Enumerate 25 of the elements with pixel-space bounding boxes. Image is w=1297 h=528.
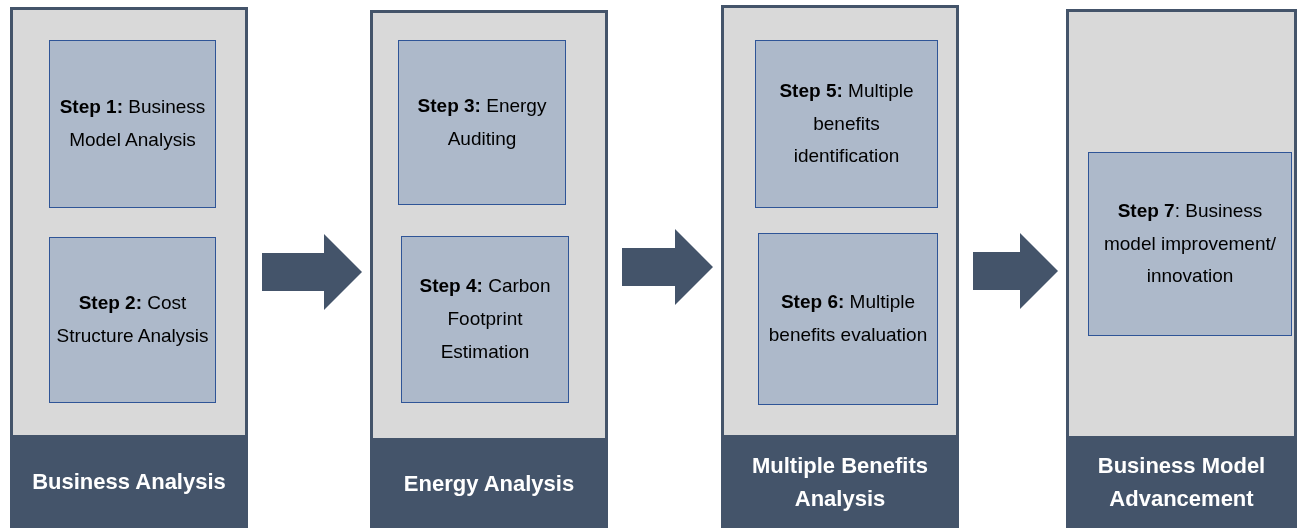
stage-panel [721,5,959,528]
step-box [49,40,216,208]
step-box [758,233,938,405]
stage-label: Business Analysis [10,435,248,528]
stage-label: Multiple Benefits Analysis [721,435,959,528]
step-text: Step 1: Business Model Analysis [58,95,207,152]
step-text: Step 7: Business model improvement/ innovation [1102,199,1278,289]
step-box [49,237,216,403]
step-text: Step 4: Carbon Footprint Estimation [418,274,552,364]
step-box [398,40,566,205]
step-text: Step 3: Energy Auditing [416,93,548,151]
stage-panel [370,10,608,528]
block-arrow [262,234,362,310]
block-arrow [973,233,1058,309]
stage-panel [1066,9,1297,528]
step-text: Step 5: Multiple benefits identification [778,79,915,169]
step-box [1088,152,1292,336]
step-text: Step 2: Cost Structure Analysis [55,291,210,348]
stage-label: Business Model Advancement [1066,436,1297,528]
stage-label: Energy Analysis [370,438,608,528]
stage-panel [10,7,248,528]
step-box [401,236,569,403]
block-arrow [622,229,713,305]
step-box [755,40,938,208]
step-text: Step 6: Multiple benefits evaluation [767,290,929,347]
